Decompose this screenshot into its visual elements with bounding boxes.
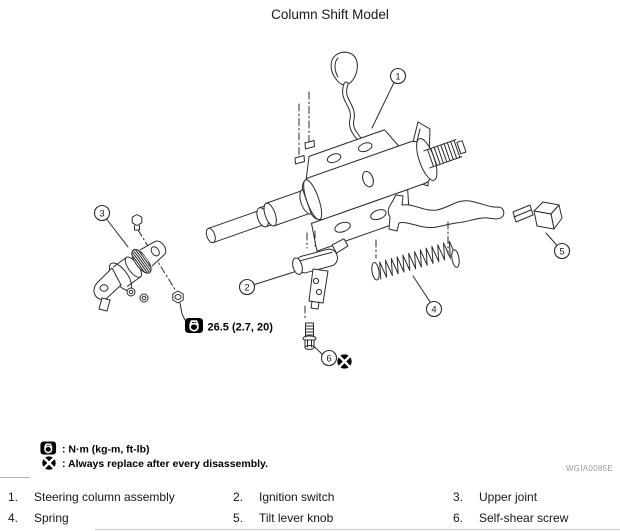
torque-label: 26.5 (2.7, 20) — [184, 317, 274, 334]
lower-alignment-lines — [304, 221, 449, 321]
joint-nut — [172, 290, 184, 304]
self-shear-screw — [302, 322, 317, 350]
part-label: Upper joint — [479, 490, 538, 504]
part-label: Ignition switch — [259, 490, 335, 504]
table-rule-bottom — [95, 529, 620, 530]
torque-bolt-icon — [184, 317, 204, 334]
spring — [371, 240, 460, 281]
part-item-1: 1. Steering column assembly — [8, 487, 230, 508]
legend-replace-row: : Always replace after every disassembly… — [42, 456, 268, 470]
bracket-bolts — [294, 140, 315, 165]
part-number: 6. — [453, 511, 464, 525]
ignition-switch — [292, 238, 349, 310]
part-item-3: 3. Upper joint — [453, 487, 618, 508]
part-item-5: 5. Tilt lever knob — [233, 508, 449, 529]
part-label: Self-shear screw — [479, 511, 569, 525]
parts-column-3: 3. Upper joint 6. Self-shear screw — [453, 487, 618, 529]
tilt-lever — [387, 194, 505, 232]
upper-joint — [93, 214, 184, 312]
bolt-alignment-lines — [298, 91, 310, 157]
callout-6: 6 — [320, 349, 338, 367]
callout-2: 2 — [238, 278, 256, 296]
part-number: 4. — [8, 511, 19, 525]
part-number: 5. — [233, 511, 244, 525]
legend-torque-note: : N·m (kg-m, ft-lb) — [62, 444, 149, 456]
part-label: Steering column assembly — [34, 490, 175, 504]
steering-column-assembly — [205, 129, 467, 252]
part-item-2: 2. Ignition switch — [233, 487, 449, 508]
callout-2-number: 2 — [244, 283, 249, 294]
replace-x-icon — [337, 354, 352, 369]
part-label: Spring — [34, 511, 69, 525]
replace-x-icon — [42, 456, 56, 470]
callouts: 1 2 3 4 5 — [93, 67, 571, 367]
callout-6-number: 6 — [326, 354, 331, 365]
part-number: 2. — [233, 490, 244, 504]
callout-5-number: 5 — [559, 247, 564, 258]
callout-4: 4 — [425, 300, 443, 318]
tilt-lever-knob — [512, 201, 563, 230]
page-title: Column Shift Model — [271, 7, 389, 22]
torque-bolt-icon — [40, 441, 57, 455]
table-rule-left — [0, 477, 30, 478]
callout-1-number: 1 — [395, 72, 400, 83]
torque-leader-line — [179, 302, 186, 321]
legend-torque-row: : N·m (kg-m, ft-lb) — [40, 441, 149, 456]
part-label: Tilt lever knob — [259, 511, 334, 525]
part-number: 1. — [8, 490, 19, 504]
parts-column-1: 1. Steering column assembly 4. Spring — [8, 487, 230, 529]
legend: : N·m (kg-m, ft-lb) : Always replace aft… — [40, 441, 268, 470]
figure-code: WGIA0085E — [566, 464, 613, 473]
joint-bolt — [131, 214, 143, 231]
torque-value: 26.5 (2.7, 20) — [208, 322, 274, 334]
legend-replace-note: : Always replace after every disassembly… — [62, 458, 268, 470]
callout-4-number: 4 — [431, 305, 436, 316]
callout-5: 5 — [553, 242, 571, 260]
callout-3: 3 — [93, 204, 111, 222]
part-item-4: 4. Spring — [8, 508, 230, 529]
part-number: 3. — [453, 490, 464, 504]
callout-leader-lines — [106, 82, 558, 355]
parts-column-2: 2. Ignition switch 5. Tilt lever knob — [233, 487, 449, 529]
part-item-6: 6. Self-shear screw — [453, 508, 618, 529]
wiring-harness — [330, 51, 367, 152]
callout-3-number: 3 — [99, 209, 104, 220]
callout-1: 1 — [389, 67, 407, 85]
